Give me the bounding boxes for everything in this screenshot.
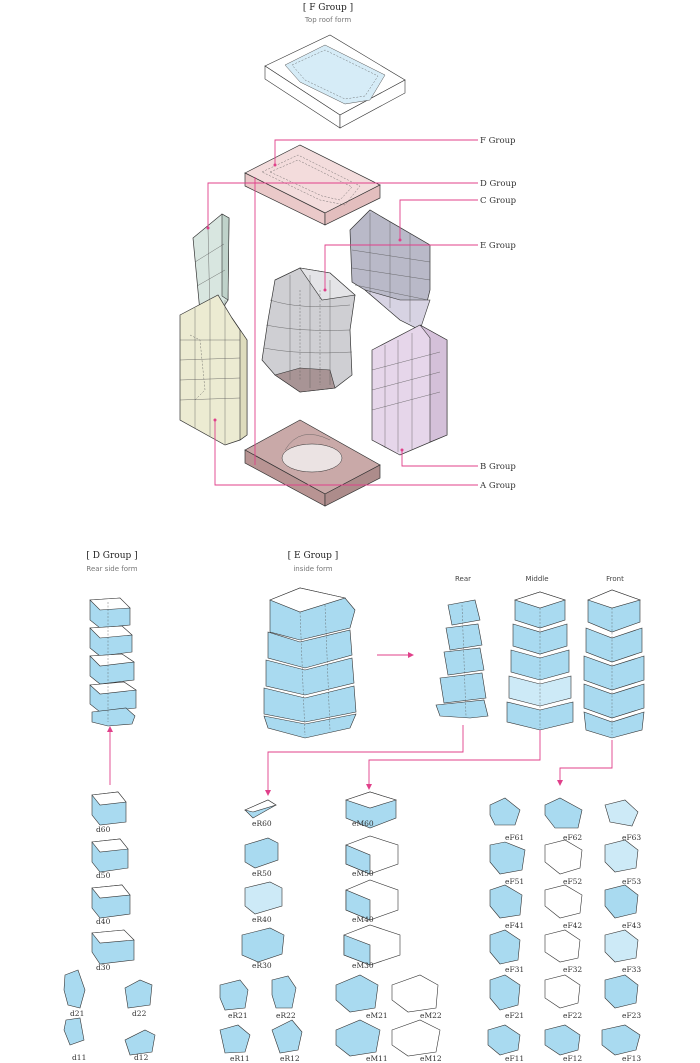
em-pieces: [335, 791, 441, 1057]
piece-ef33: eF33: [622, 965, 641, 974]
e-rear-stack: [435, 599, 489, 719]
piece-ef51: eF51: [505, 877, 524, 886]
e-middle-stack: [506, 591, 574, 731]
callout-c-group: C Group: [480, 196, 517, 206]
ef-pieces: [487, 797, 641, 1056]
piece-d40: d40: [96, 917, 111, 926]
piece-er22: eR22: [276, 1011, 296, 1020]
d-group-subtitle: Rear side form: [86, 565, 137, 573]
a-group-block: [179, 294, 248, 446]
piece-ef23: eF23: [622, 1011, 641, 1020]
piece-ef11: eF11: [505, 1054, 524, 1063]
base-slab: [244, 419, 381, 507]
piece-em12: eM12: [420, 1054, 442, 1063]
piece-ef63: eF63: [622, 833, 641, 842]
piece-d30: d30: [96, 963, 111, 972]
er-pieces: [219, 799, 303, 1054]
piece-er50: eR50: [252, 869, 272, 878]
d-group-piece: [192, 213, 230, 321]
piece-em40: eM40: [352, 915, 374, 924]
piece-ef12: eF12: [563, 1054, 582, 1063]
col-label-middle: Middle: [525, 575, 548, 583]
e-group-form: [261, 267, 356, 393]
d-stack-arrow-head: [107, 726, 113, 732]
piece-ef21: eF21: [505, 1011, 524, 1020]
piece-em50: eM50: [352, 869, 374, 878]
e-group-subtitle: inside form: [293, 565, 332, 573]
piece-d12: d12: [134, 1053, 149, 1062]
piece-ef31: eF31: [505, 965, 524, 974]
b-group-block: [371, 324, 448, 456]
callout-f-group: F Group: [480, 136, 516, 146]
piece-er12: eR12: [280, 1054, 300, 1063]
top-roof-slab: [264, 34, 406, 129]
piece-em30: eM30: [352, 961, 374, 970]
piece-d11: d11: [72, 1053, 86, 1062]
piece-d60: d60: [96, 825, 111, 834]
piece-d21: d21: [70, 1009, 84, 1018]
piece-ef32: eF32: [563, 965, 582, 974]
f-group-title: [ F Group ]: [303, 3, 353, 13]
piece-ef52: eF52: [563, 877, 582, 886]
c-group-form: [349, 209, 431, 331]
d-group-stack: [89, 597, 137, 727]
e-explode-arrow-head: [408, 652, 414, 658]
piece-em60: eM60: [352, 819, 374, 828]
piece-em22: eM22: [420, 1011, 442, 1020]
piece-ef42: eF42: [563, 921, 582, 930]
e-front-stack: [583, 589, 645, 739]
piece-ef62: eF62: [563, 833, 582, 842]
piece-d50: d50: [96, 871, 111, 880]
piece-connectors: [265, 725, 613, 796]
piece-ef13: eF13: [622, 1054, 641, 1063]
callout-e-group: E Group: [480, 241, 516, 251]
piece-d22: d22: [132, 1009, 147, 1018]
piece-ef22: eF22: [563, 1011, 582, 1020]
piece-er60: eR60: [252, 819, 272, 828]
piece-er21: eR21: [228, 1011, 248, 1020]
col-label-rear: Rear: [455, 575, 471, 583]
e-group-stack: [263, 587, 357, 739]
piece-em21: eM21: [366, 1011, 388, 1020]
f-group-subtitle: Top roof form: [304, 16, 352, 24]
piece-er30: eR30: [252, 961, 272, 970]
col-label-front: Front: [606, 575, 624, 583]
d-pieces: [63, 791, 156, 1056]
piece-ef61: eF61: [505, 833, 524, 842]
piece-ef43: eF43: [622, 921, 641, 930]
piece-er11: eR11: [230, 1054, 250, 1063]
callout-a-group: A Group: [479, 481, 516, 491]
piece-ef41: eF41: [505, 921, 524, 930]
callout-b-group: B Group: [480, 462, 516, 472]
piece-er40: eR40: [252, 915, 272, 924]
callout-d-group: D Group: [480, 179, 517, 189]
e-group-title: [ E Group ]: [288, 551, 339, 561]
f-group-slab: [244, 144, 381, 226]
piece-ef53: eF53: [622, 877, 641, 886]
callout-lines: [206, 139, 478, 486]
piece-em11: eM11: [366, 1054, 388, 1063]
d-group-title: [ D Group ]: [86, 551, 137, 561]
